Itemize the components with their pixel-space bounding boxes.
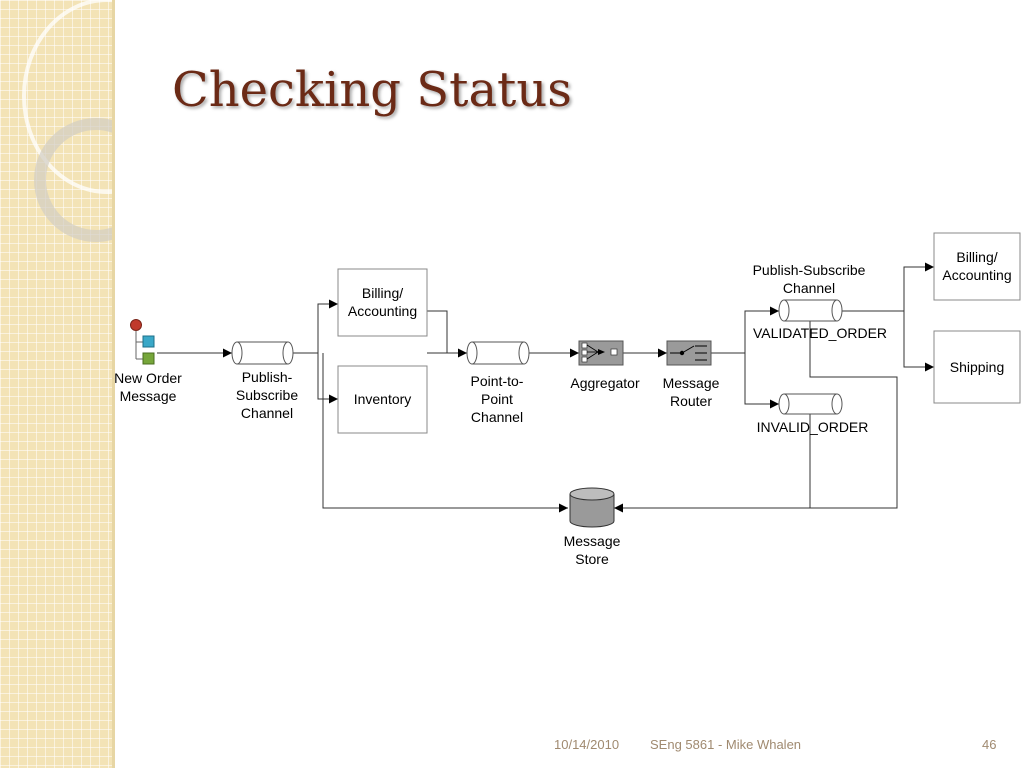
connector-pubsub-to-inventory [317, 353, 338, 404]
store-label-line: Message [563, 533, 621, 549]
billing-right-label-line: Accounting [942, 267, 1012, 283]
footer-date: 10/14/2010 [554, 737, 620, 752]
pubsub-left-label-line: Channel [240, 405, 294, 421]
pubsub-right-label-line: Channel [782, 280, 836, 296]
billing-right-label-line: Billing/ [956, 249, 998, 265]
connector-pubsub-to-store [322, 353, 568, 513]
router-label-line: Router [669, 393, 713, 409]
new-order-message-icon [130, 319, 155, 365]
validated-order-label: VALIDATED_ORDER [752, 325, 888, 341]
billing-box-right [933, 232, 1021, 301]
sidebar-edge [112, 0, 115, 768]
aggregator-icon [578, 340, 624, 366]
inventory-label: Inventory [353, 391, 412, 407]
router-label-line: Message [662, 375, 720, 391]
connector-pubsub-to-billing [293, 299, 338, 354]
pubsub-right-label: Publish-Subscribe Channel [744, 261, 874, 297]
connector-router-to-invalid [744, 353, 779, 409]
message-store-label: Message Store [547, 532, 637, 568]
shipping-label: Shipping [949, 359, 1005, 375]
inventory-box [337, 365, 428, 434]
slide-title: Checking Status [172, 62, 572, 118]
footer-page-number: 46 [982, 737, 997, 752]
shipping-box [933, 330, 1021, 404]
pubsub-left-label: Publish- Subscribe Channel [222, 368, 312, 422]
message-store-icon [569, 487, 615, 528]
channel-point-to-point [466, 341, 530, 365]
new-order-label-line: New Order [114, 370, 182, 386]
connector-validated-to-store [614, 321, 898, 513]
billing-right-label: Billing/ Accounting [934, 248, 1020, 284]
billing-mid-label: Billing/ Accounting [338, 284, 427, 320]
p2p-label-line: Point [481, 391, 513, 407]
connector-validated-to-billing [842, 262, 934, 312]
billing-mid-label-line: Billing/ [361, 285, 404, 301]
billing-mid-label-line: Accounting [347, 303, 418, 319]
new-order-label-line: Message [119, 388, 177, 404]
connector-validated-to-shipping [903, 311, 934, 372]
billing-box-mid [337, 268, 428, 337]
connector-router-to-validated [711, 306, 779, 354]
connector-billing-to-p2p [427, 310, 467, 358]
channel-validated-order [778, 299, 843, 322]
footer-course: SEng 5861 - Mike Whalen [650, 737, 802, 752]
message-router-icon [666, 340, 712, 366]
message-router-label: Message Router [646, 374, 736, 410]
invalid-order-label: INVALID_ORDER [756, 419, 869, 435]
p2p-label-line: Point-to- [470, 373, 524, 389]
store-label-line: Store [575, 551, 609, 567]
connector-lines [157, 262, 934, 513]
channel-invalid-order [778, 393, 843, 415]
pubsub-right-label-line: Publish-Subscribe [752, 262, 866, 278]
pubsub-left-label-line: Subscribe [235, 387, 299, 403]
decorative-sidebar [0, 0, 112, 768]
p2p-label-line: Channel [470, 409, 524, 425]
new-order-message-label: New Order Message [108, 369, 188, 405]
channel-pubsub-left [231, 341, 294, 365]
aggregator-label: Aggregator [570, 375, 640, 391]
pubsub-left-label-line: Publish- [241, 369, 293, 385]
p2p-channel-label: Point-to- Point Channel [452, 372, 542, 426]
